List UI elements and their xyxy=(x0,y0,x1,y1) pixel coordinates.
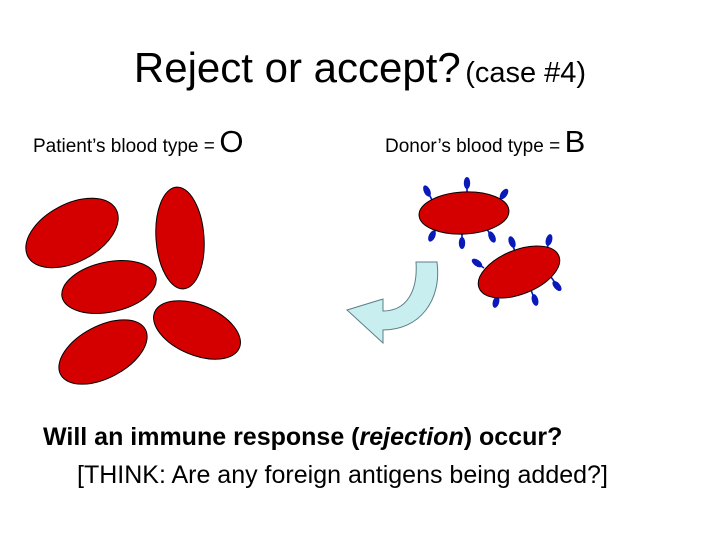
b-antigen xyxy=(423,185,431,197)
b-antigen xyxy=(545,234,553,246)
patient-red-cell xyxy=(155,186,205,290)
patient-blood-type: Patient’s blood type = O xyxy=(33,124,243,160)
question-emphasis: rejection xyxy=(359,423,464,451)
patient-blood-type-value: O xyxy=(219,124,244,159)
b-antigen xyxy=(488,231,496,243)
donor-blood-type: Donor’s blood type = B xyxy=(385,124,585,160)
b-antigen xyxy=(552,280,562,292)
question-text-end: ) occur? xyxy=(463,423,563,451)
donor-red-cell xyxy=(418,177,510,249)
slide-title: Reject or accept? (case #4) xyxy=(0,44,720,92)
b-antigen xyxy=(428,230,436,242)
donor-red-cell-body xyxy=(418,191,510,235)
b-antigen xyxy=(508,236,516,248)
title-case-number: (case #4) xyxy=(465,57,587,89)
donor-red-cell-body xyxy=(477,245,561,299)
think-prompt: [THINK: Are any foreign antigens being a… xyxy=(77,461,608,489)
patient-red-cell xyxy=(25,197,119,269)
b-antigen xyxy=(492,296,500,308)
b-antigen xyxy=(531,294,539,306)
patient-red-cells xyxy=(25,186,241,385)
donor-blood-type-value: B xyxy=(564,124,586,159)
immune-response-question: Will an immune response (rejection) occu… xyxy=(43,423,562,452)
patient-red-cell xyxy=(153,300,241,360)
b-antigen xyxy=(458,237,466,249)
b-antigen xyxy=(499,188,509,200)
question-text-start: Will an immune response ( xyxy=(43,423,360,451)
donor-red-cell xyxy=(471,234,562,308)
donor-blood-type-label: Donor’s blood type = xyxy=(385,136,561,157)
patient-blood-type-label: Patient’s blood type = xyxy=(33,136,215,157)
b-antigen xyxy=(463,177,471,189)
patient-red-cell xyxy=(61,260,157,314)
title-main: Reject or accept? xyxy=(133,44,461,91)
b-antigen xyxy=(471,258,483,268)
patient-red-cell xyxy=(58,319,148,385)
transfusion-arrow-icon xyxy=(346,261,439,345)
